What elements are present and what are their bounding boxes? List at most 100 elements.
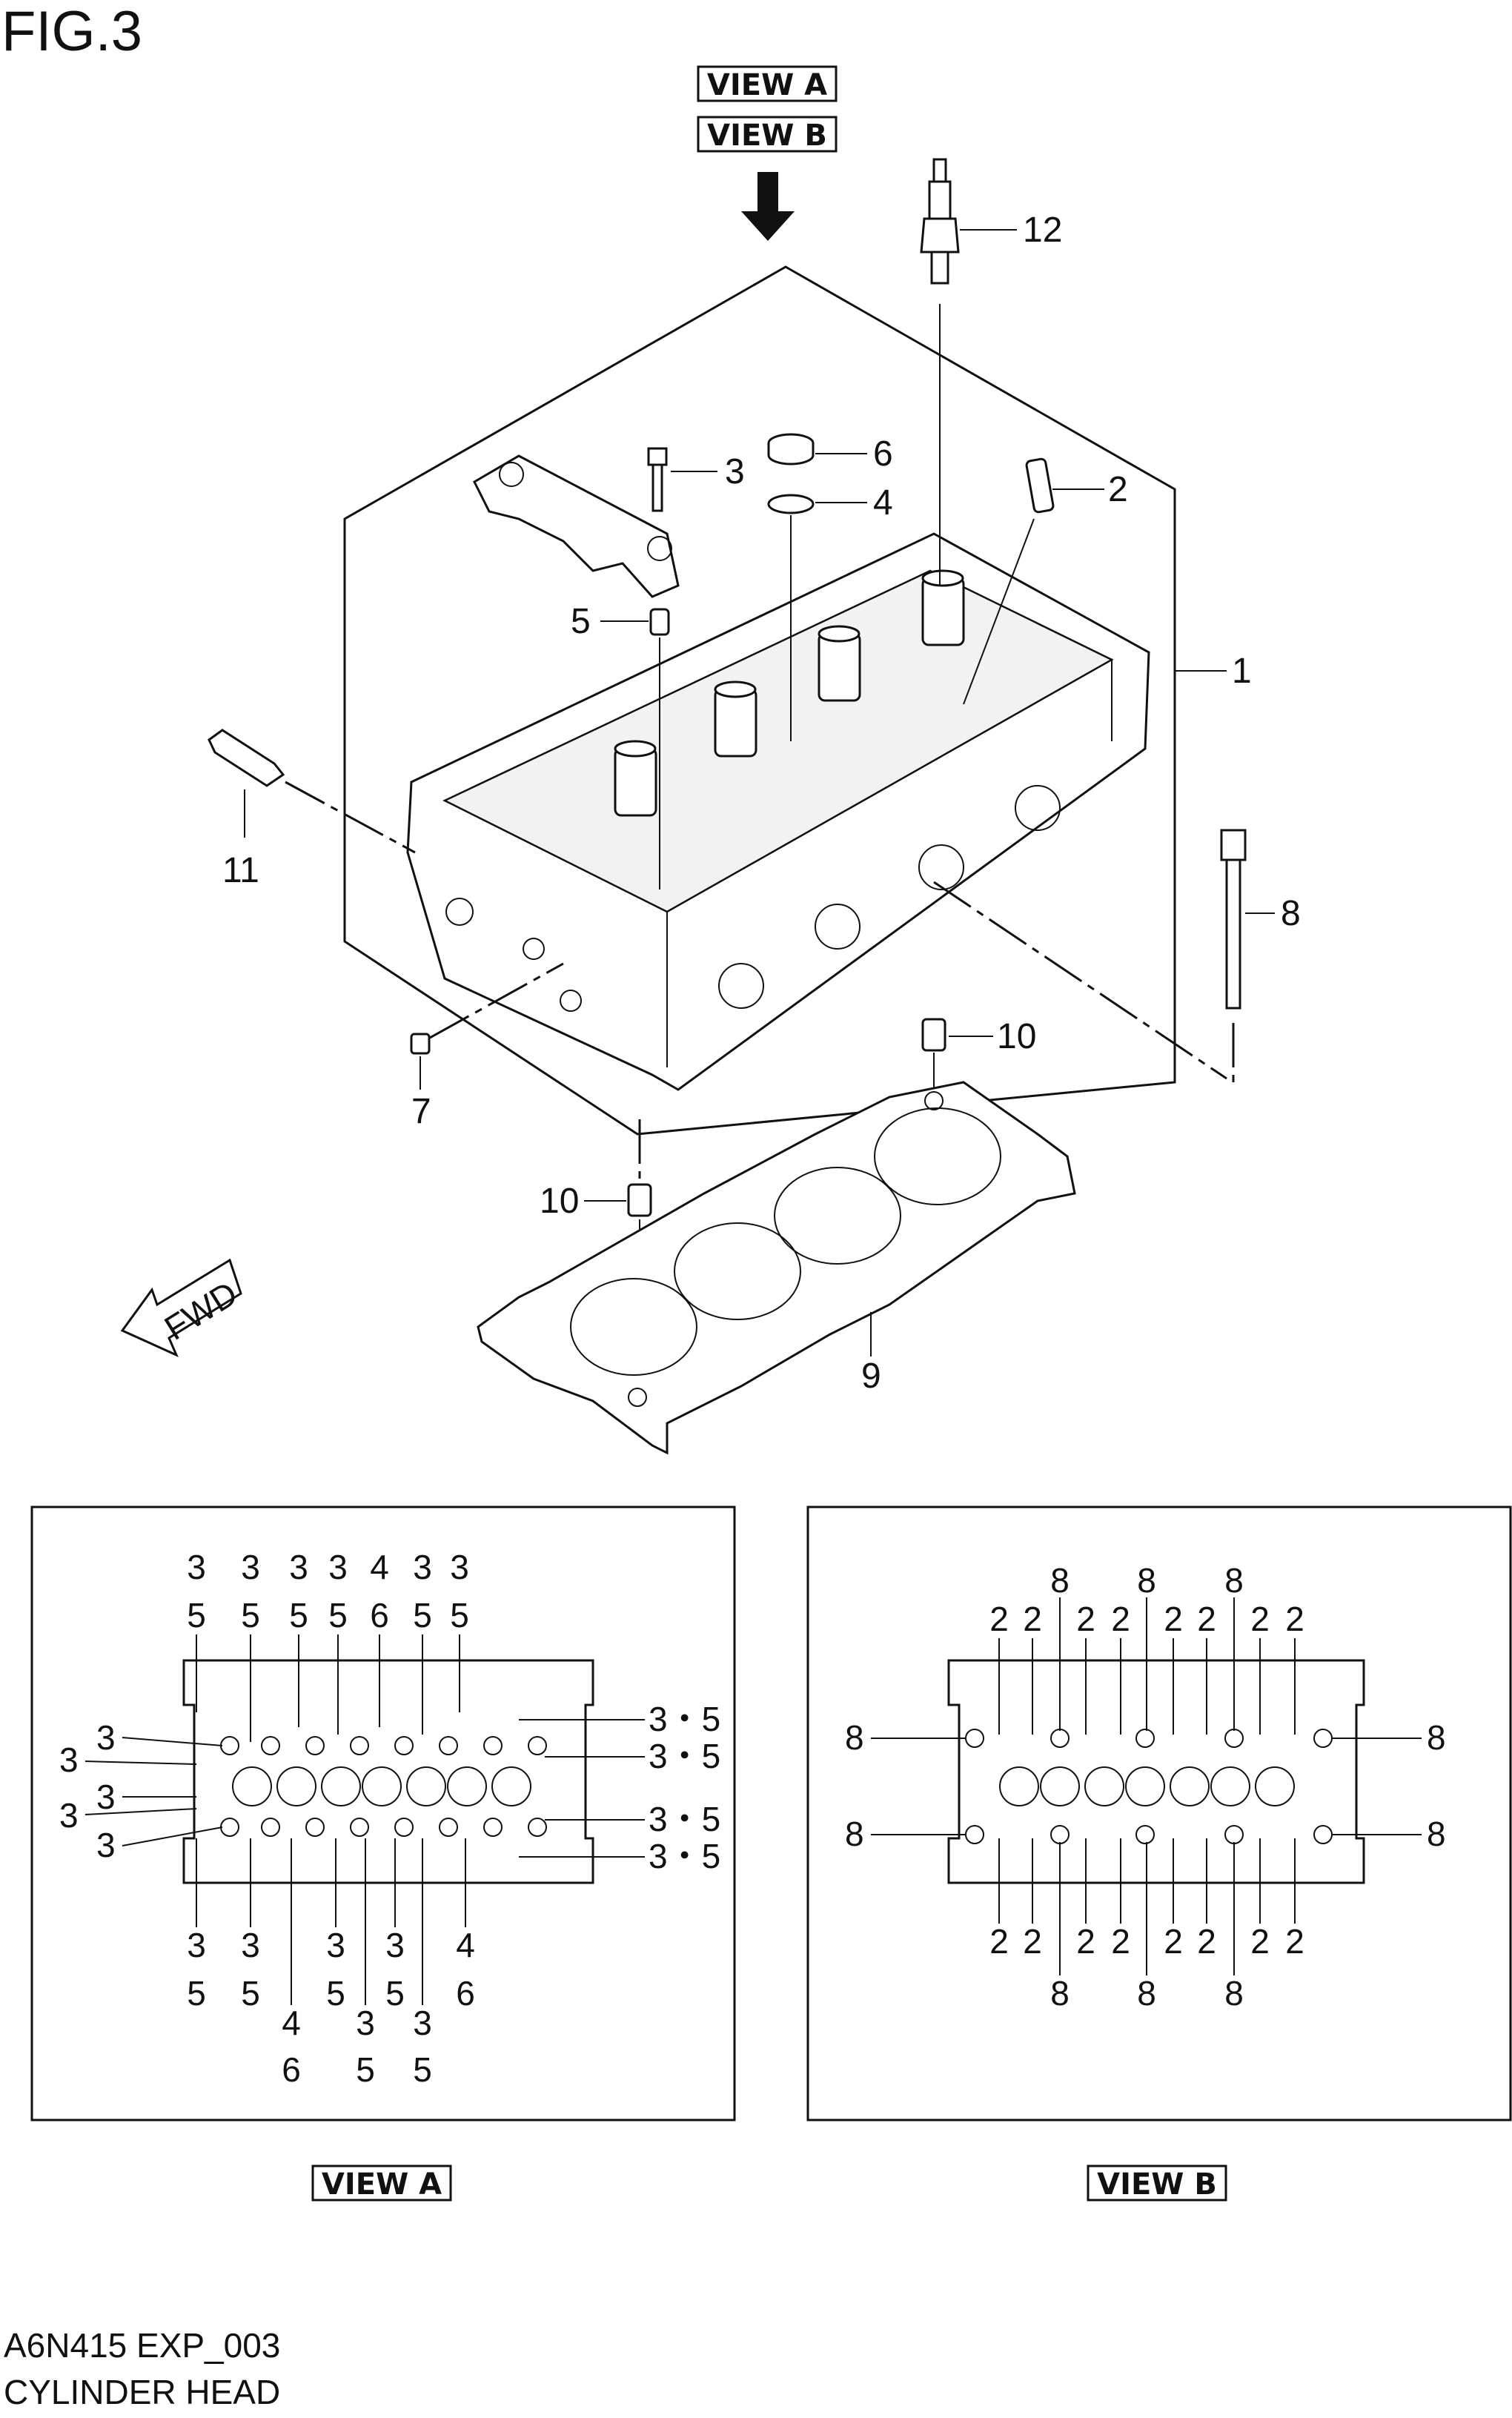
svg-text:6: 6 [370,1596,389,1634]
svg-text:5: 5 [328,1596,348,1634]
svg-text:2: 2 [1285,1922,1304,1961]
view-a-caption-label: VIEW A [322,2167,442,2202]
view-b-caption-label: VIEW B [1097,2167,1217,2202]
svg-text:2: 2 [1076,1922,1095,1961]
callout-12: 12 [1023,211,1062,250]
svg-text:8: 8 [1137,1561,1156,1600]
svg-text:2: 2 [1197,1922,1216,1961]
view-b-bottom-2-labels: 2 2 2 2 2 2 2 2 2 2 [989,1922,1304,1961]
callout-10-lower: 10 [540,1182,579,1221]
svg-text:2: 2 [989,1600,1009,1638]
callout-4: 4 [873,483,893,523]
svg-text:3・5: 3・5 [649,1700,720,1738]
svg-text:3・5: 3・5 [649,1800,720,1838]
svg-text:2: 2 [1023,1600,1042,1638]
svg-text:8: 8 [1224,1561,1244,1600]
view-a-panel: 3 5 3 5 3 5 3 5 4 6 3 5 3 5 3 3 [30,1506,736,2121]
callout-8: 8 [1281,894,1301,933]
view-a-left-labels: 3 3 3 3 3 [59,1718,116,1864]
svg-text:3: 3 [241,1548,260,1586]
svg-text:3: 3 [59,1796,79,1835]
view-b-header-box[interactable]: VIEW B [697,116,838,153]
svg-text:5: 5 [289,1596,308,1634]
svg-text:5: 5 [356,2050,375,2089]
svg-text:5: 5 [187,1974,206,2013]
bolt-part-3[interactable] [647,447,668,512]
footer-code: A6N415 EXP_003 [4,2326,280,2365]
view-a-right-labels: 3・5 3・5 3・5 3・5 [649,1700,720,1875]
svg-text:5: 5 [241,1974,260,2013]
footer-name: CYLINDER HEAD [4,2373,280,2411]
callout-5: 5 [571,602,591,641]
svg-text:6: 6 [282,2050,301,2089]
head-gasket-part-9[interactable] [477,1081,1076,1455]
svg-text:3: 3 [96,1718,116,1757]
callout-3: 3 [725,452,745,491]
callout-1: 1 [1232,652,1252,691]
svg-text:8: 8 [1050,1561,1070,1600]
view-a-header-label: VIEW A [707,68,827,102]
view-direction-arrow-icon [741,172,795,241]
view-b-panel: 8 8 8 2 2 2 2 2 2 2 2 2 2 [806,1506,1512,2121]
svg-text:3: 3 [413,2004,432,2042]
svg-text:3: 3 [328,1548,348,1586]
svg-text:3: 3 [289,1548,308,1586]
view-a-bottom-labels: 3 5 3 5 3 5 3 5 4 6 4 6 3 5 3 5 [187,1926,475,2089]
callout-6: 6 [873,434,893,474]
callout-10-upper: 10 [997,1017,1036,1056]
svg-text:2: 2 [1076,1600,1095,1638]
dowel-part-5[interactable] [649,608,670,636]
svg-text:3: 3 [326,1926,345,1964]
view-b-caption-box[interactable]: VIEW B [1087,2164,1227,2202]
svg-text:8: 8 [1137,1974,1156,2013]
svg-text:8: 8 [845,1718,864,1757]
view-b-top-2-labels: 2 2 2 2 2 2 2 2 2 2 [989,1600,1304,1638]
svg-text:4: 4 [456,1926,475,1964]
svg-text:3・5: 3・5 [649,1837,720,1875]
svg-text:3: 3 [413,1548,432,1586]
svg-text:3: 3 [59,1740,79,1779]
dowel-part-10-lower[interactable] [627,1183,652,1217]
svg-text:5: 5 [241,1596,260,1634]
view-a-caption-box[interactable]: VIEW A [311,2164,452,2202]
camshaft-cap[interactable] [473,454,680,598]
svg-text:3・5: 3・5 [649,1737,720,1775]
valve-guide-part-2[interactable] [1025,457,1055,514]
svg-text:8: 8 [1224,1974,1244,2013]
svg-text:5: 5 [450,1596,469,1634]
svg-text:3: 3 [241,1926,260,1964]
svg-text:2: 2 [1111,1600,1130,1638]
callout-11: 11 [222,851,259,890]
head-bolt-part-8[interactable] [1220,829,1247,1010]
svg-text:2: 2 [1250,1600,1270,1638]
cylinder-head[interactable] [406,532,1150,1091]
svg-text:5: 5 [413,2050,432,2089]
svg-text:5: 5 [385,1974,405,2013]
svg-text:3: 3 [450,1548,469,1586]
svg-text:2: 2 [1285,1600,1304,1638]
svg-text:8: 8 [1427,1718,1446,1757]
svg-text:8: 8 [1427,1815,1446,1853]
svg-text:5: 5 [187,1596,206,1634]
sensor-part-11[interactable] [208,729,285,787]
dowel-part-10-upper[interactable] [921,1018,946,1052]
svg-text:8: 8 [1050,1974,1070,2013]
svg-text:3: 3 [356,2004,375,2042]
view-a-header-box[interactable]: VIEW A [697,65,838,102]
svg-text:4: 4 [370,1548,389,1586]
plug-part-7[interactable] [410,1033,431,1055]
o-ring-part-4[interactable] [767,494,815,514]
callout-2: 2 [1108,470,1128,509]
svg-text:2: 2 [1250,1922,1270,1961]
view-a-top-labels: 3 5 3 5 3 5 3 5 4 6 3 5 3 5 [187,1548,469,1634]
callout-7: 7 [411,1092,431,1131]
svg-text:6: 6 [456,1974,475,2013]
svg-text:5: 5 [413,1596,432,1634]
seal-cap-part-6[interactable] [767,433,815,466]
svg-text:8: 8 [845,1815,864,1853]
figure-title: FIG.3 [1,0,142,63]
svg-text:3: 3 [187,1548,206,1586]
svg-text:2: 2 [989,1922,1009,1961]
spark-plug-part-12[interactable] [920,158,960,285]
